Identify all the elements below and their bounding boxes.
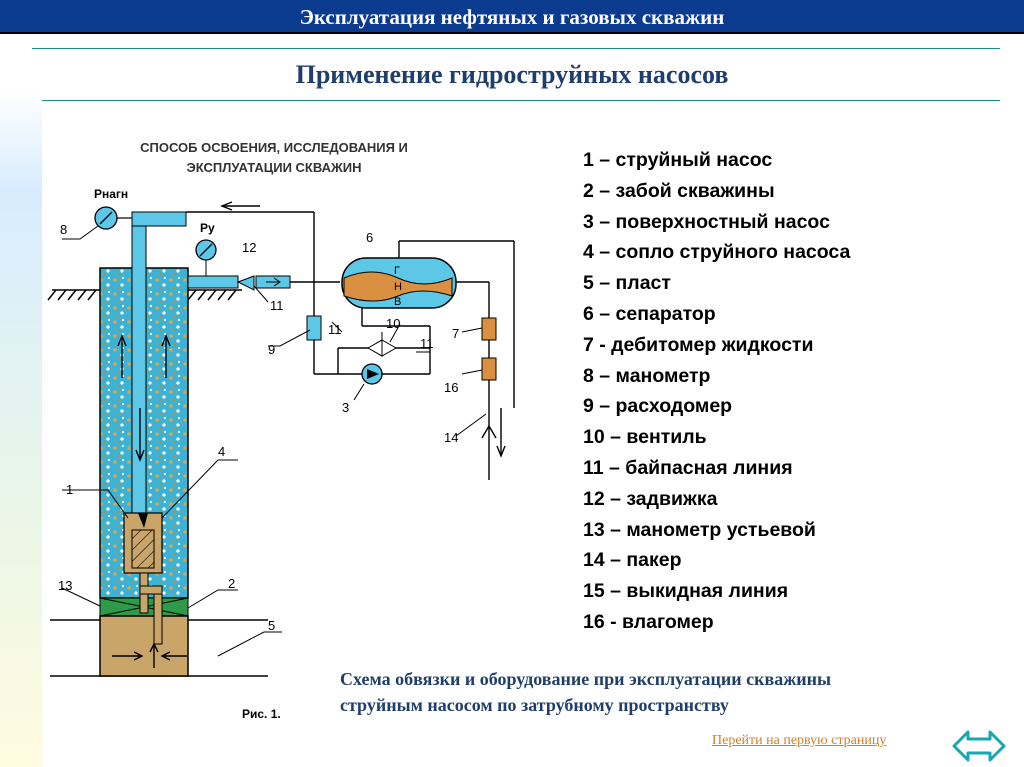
callout-number: 13 <box>58 578 72 593</box>
label-pnagn: Рнагн <box>94 187 128 201</box>
callout-number: 1 <box>66 482 73 497</box>
left-gradient-band <box>0 90 42 767</box>
moisture-meter-16 <box>481 357 497 381</box>
ground-surface <box>47 289 242 301</box>
callout-number: 16 <box>444 380 458 395</box>
bottom-rule <box>32 100 1000 101</box>
flowmeter-9 <box>306 315 322 341</box>
legend-list: 1 – струйный насос 2 – забой скважины 3 … <box>583 145 850 638</box>
legend-item: 10 – вентиль <box>583 426 707 449</box>
legend-item: 1 – струйный насос <box>583 149 773 171</box>
callout-number: 4 <box>218 444 225 459</box>
header-title: Эксплуатация нефтяных и газовых скважин <box>299 5 725 29</box>
figure-title-line1: СПОСОБ ОСВОЕНИЯ, ИССЛЕДОВАНИЯ И <box>140 140 408 155</box>
legend-item: 16 - влагомер <box>583 610 714 633</box>
callout-number: 14 <box>444 430 458 445</box>
page-subtitle: Применение гидроструйных насосов <box>295 60 729 89</box>
callout-number: 2 <box>228 576 235 591</box>
legend-item: 2 – забой скважины <box>583 179 775 202</box>
well-schematic: СПОСОБ ОСВОЕНИЯ, ИССЛЕДОВАНИЯ И ЭКСПЛУАТ… <box>47 140 515 721</box>
callout-number: 6 <box>366 230 373 245</box>
label-n: Н <box>394 281 402 293</box>
legend-item: 11 – байпасная линия <box>583 456 793 479</box>
legend-item: 8 – манометр <box>583 364 711 387</box>
legend-item: 12 – задвижка <box>583 487 718 510</box>
callout-number: 11 <box>420 336 434 351</box>
legend-item: 14 – пакер <box>583 549 682 572</box>
valve-10-icon <box>366 339 398 357</box>
figure-caption: Рис. 1. <box>242 707 281 721</box>
legend-item: 7 - дебитомер жидкости <box>583 333 814 356</box>
callout-number: 3 <box>342 400 349 415</box>
caption-line-1: Схема обвязки и оборудование при эксплуа… <box>340 669 832 689</box>
diagram-caption: Схема обвязки и оборудование при эксплуа… <box>340 666 990 718</box>
tubing <box>131 217 147 521</box>
well-bottom <box>99 615 189 677</box>
label-pu: Ру <box>200 221 215 235</box>
legend-item: 15 – выкидная линия <box>583 580 789 603</box>
header-bar: Эксплуатация нефтяных и газовых скважин <box>0 0 1024 34</box>
label-v: В <box>394 296 401 308</box>
legend-item: 5 – пласт <box>583 272 671 295</box>
navigation-arrows-icon[interactable] <box>952 728 1006 764</box>
label-g: Г <box>394 265 400 277</box>
caption-line-2: струйным насосом по затрубному пространс… <box>340 695 729 715</box>
legend-item: 6 – сепаратор <box>583 302 716 325</box>
legend-item: 4 – сопло струйного насоса <box>583 241 851 264</box>
top-rule <box>32 48 1000 49</box>
callout-number: 10 <box>386 316 400 331</box>
first-page-link[interactable]: Перейти на первую страницу <box>712 733 887 748</box>
callout-number: 11 <box>270 298 284 313</box>
legend-item: 9 – расходомер <box>583 395 733 418</box>
callout-number: 7 <box>452 326 459 341</box>
callout-number: 11 <box>328 322 342 337</box>
callout-number: 5 <box>268 618 275 633</box>
flowmeter-7 <box>481 317 497 341</box>
callout-number: 8 <box>60 222 67 237</box>
figure-title-line2: ЭКСПЛУАТАЦИИ СКВАЖИН <box>187 160 362 175</box>
legend-item: 13 – манометр устьевой <box>583 518 816 541</box>
callout-number: 9 <box>268 342 275 357</box>
callout-number: 12 <box>242 240 256 255</box>
legend-item: 3 – поверхностный насос <box>583 210 830 233</box>
